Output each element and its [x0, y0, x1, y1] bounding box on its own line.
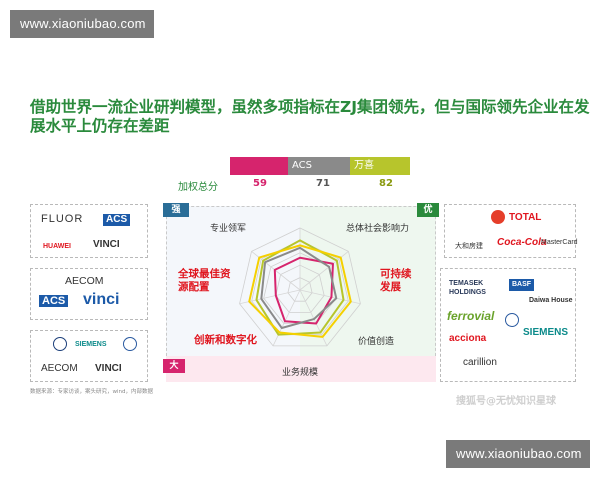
big-quadrant — [166, 356, 436, 382]
huawei-logo: HUAWEI — [43, 243, 71, 250]
label-social-impact: 总体社会影响力 — [346, 224, 410, 234]
carillion-logo: carillion — [463, 357, 497, 368]
score-bar-vinci: 万喜 — [350, 157, 410, 175]
label-global-alloc: 全球最佳资源配置 — [178, 268, 231, 293]
site-banner-top: www.xiaoniubao.com — [10, 10, 154, 38]
siemens-logo: SIEMENS — [75, 341, 107, 348]
daiwa-house-logo: 大和房建 — [455, 243, 483, 250]
fluor-logo: FLUOR — [41, 213, 84, 225]
ferrovial-logo: ferrovial — [447, 309, 495, 323]
score-value-vinci: 82 — [379, 178, 393, 189]
ge-icon — [505, 313, 519, 327]
label-value-creation: 价值创造 — [358, 337, 395, 347]
left-panel-1: FLUOR ACS HUAWEI VINCI — [30, 204, 148, 258]
acs-logo: ACS — [103, 214, 131, 226]
score-value-zj: 59 — [253, 178, 267, 189]
tag-excellent: 优 — [417, 203, 439, 217]
site-banner-bottom: www.xiaoniubao.com — [446, 440, 590, 468]
page-title: 借助世界一流企业研判模型，虽然多项指标在ZJ集团领先，但与国际领先企业在发展水平… — [30, 98, 590, 135]
total-icon — [491, 210, 505, 224]
right-panel-1: TOTAL 大和房建 Coca-Cola MasterCard — [444, 204, 578, 258]
weighted-score-label: 加权总分 — [178, 182, 218, 193]
basf-logo: BASF — [509, 279, 535, 291]
tag-big: 大 — [163, 359, 185, 373]
vinci-logo: VINCI — [93, 239, 120, 250]
label-scale: 业务规模 — [282, 368, 319, 378]
source-watermark: 搜狐号@无忧知识星球 — [456, 396, 556, 407]
label-innovation: 创新和数字化 — [194, 334, 257, 346]
mastercard-logo: MasterCard — [541, 239, 578, 246]
score-value-acs: 71 — [316, 178, 330, 189]
label-pro-lead: 专业领军 — [210, 224, 247, 234]
acs-logo: ACS — [39, 295, 69, 307]
score-bar-zj — [230, 157, 288, 175]
tag-strong: 强 — [163, 203, 189, 217]
aecom-logo: AECOM — [41, 363, 78, 374]
left-panel-3: SIEMENS AECOM VINCI — [30, 330, 148, 382]
vinci-logo: VINCI — [95, 363, 122, 374]
left-panel-2: AECOM ACS vinci — [30, 268, 148, 320]
aecom-logo: AECOM — [65, 275, 104, 287]
right-panel-2: TEMASEK HOLDINGS BASF Daiwa House ferrov… — [440, 268, 576, 382]
vw-icon — [53, 337, 67, 351]
cocacola-logo: Coca-Cola — [497, 237, 547, 248]
acciona-logo: acciona — [449, 333, 487, 344]
ge-icon — [123, 337, 137, 351]
total-logo: TOTAL — [509, 212, 542, 223]
daiwa-house-logo: Daiwa House — [529, 297, 573, 304]
temasek-logo: TEMASEK HOLDINGS — [449, 280, 486, 296]
siemens-logo: SIEMENS — [523, 327, 569, 338]
label-sustainable: 可持续发展 — [380, 268, 412, 293]
vinci-logo-large: vinci — [83, 291, 120, 308]
score-bar-acs: ACS — [288, 157, 350, 175]
data-source-note: 数据来源：专家访谈，案头研究，wind，内部数据 — [30, 389, 154, 395]
